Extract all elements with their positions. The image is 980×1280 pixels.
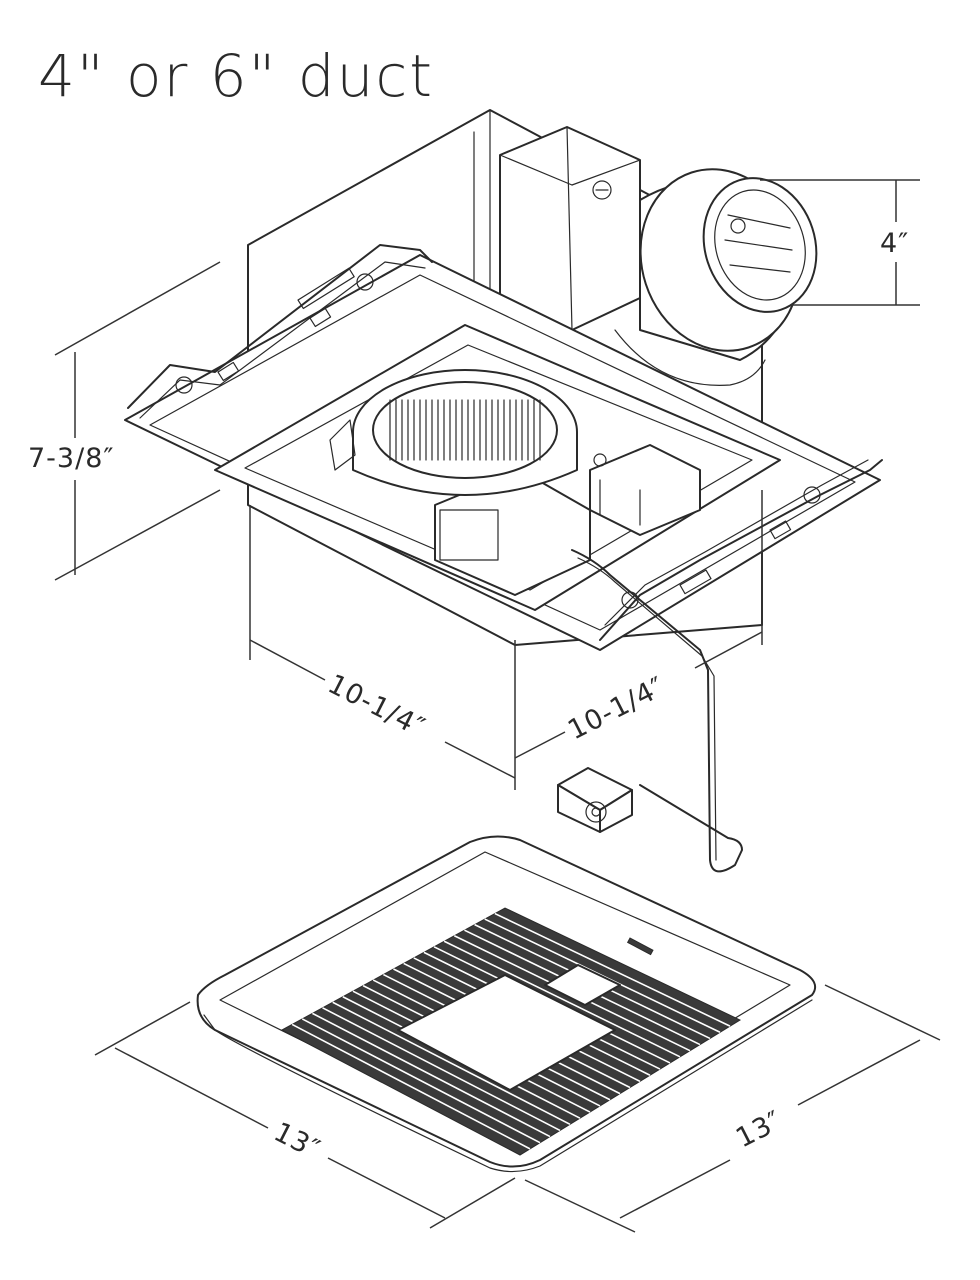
grille-depth-label: 13″ xyxy=(731,1105,787,1154)
housing-depth-label: 10-1/4″ xyxy=(563,671,670,746)
louver-slat xyxy=(443,940,681,1058)
fan-grille xyxy=(196,835,816,1173)
louver-slat xyxy=(301,1018,541,1144)
duct-diameter-label: 4″ xyxy=(880,228,909,259)
right-mounting-bracket xyxy=(599,459,883,641)
diagram-title: 4" or 6" duct xyxy=(38,42,434,110)
sensor-window xyxy=(544,964,621,1006)
louver-slat xyxy=(291,1023,531,1150)
housing-width-label: 10-1/4″ xyxy=(323,669,430,744)
damper-flap xyxy=(329,419,356,471)
dimension-lines xyxy=(54,179,941,1233)
light-lens xyxy=(397,974,616,1091)
motor-assembly xyxy=(434,444,701,596)
louver-slat xyxy=(312,1012,551,1138)
grille-width-label: 13″ xyxy=(269,1117,325,1166)
duct-collar xyxy=(614,168,818,386)
blower-wheel xyxy=(352,369,578,496)
blower-blades xyxy=(389,399,541,461)
light-module xyxy=(557,767,633,833)
louver-slat xyxy=(322,1007,561,1132)
left-mounting-bracket xyxy=(127,244,433,419)
junction-box xyxy=(499,126,641,331)
fan-housing xyxy=(124,109,883,873)
brand-logo-mark xyxy=(626,937,654,956)
housing-height-label: 7-3/8″ xyxy=(28,443,114,474)
louver-slat xyxy=(332,1001,571,1126)
power-cord xyxy=(571,549,743,873)
louver-slat xyxy=(494,912,731,1027)
